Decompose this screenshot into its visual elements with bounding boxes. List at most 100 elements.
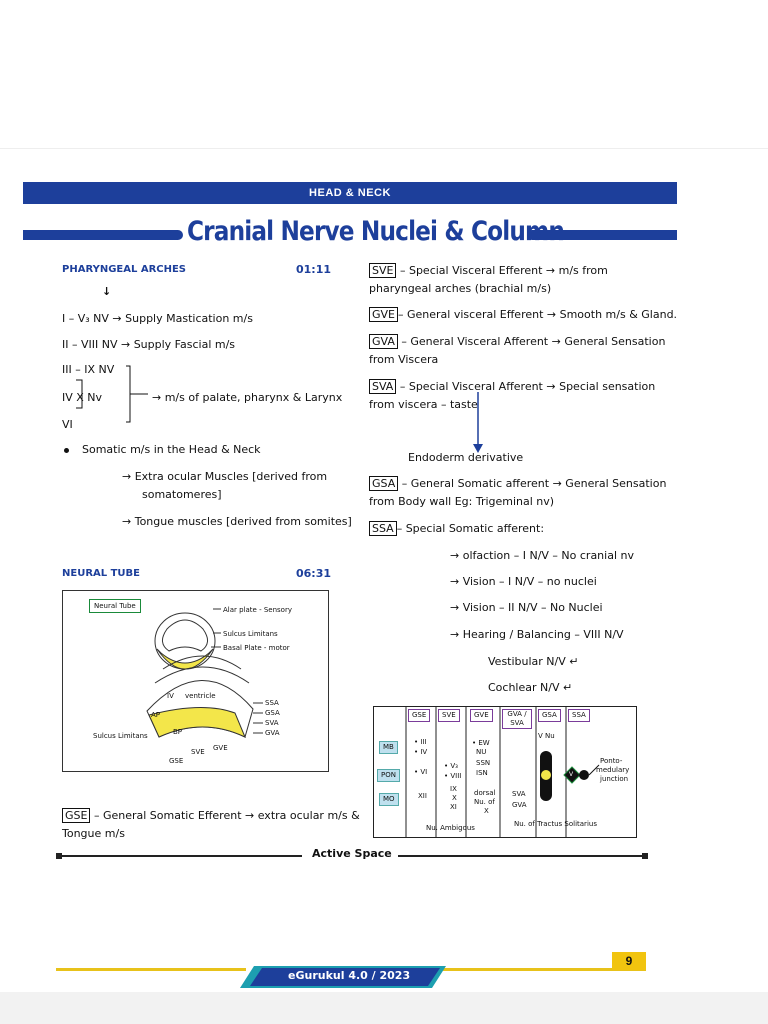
gse-xii: XII (418, 792, 427, 800)
iv-label: IV (167, 692, 174, 700)
gve-x: X (484, 807, 489, 815)
cochlear-text: Cochlear N/V ↵ (488, 681, 573, 694)
sulcus-limitans-label: Sulcus Limitans (93, 732, 148, 740)
ssa-item-2: → Vision – I N/V – no nuclei (450, 575, 597, 588)
ssa-definition: SSA– Special Somatic afferent: (369, 521, 544, 537)
footer-yellow-right (440, 968, 646, 971)
extraocular-line-2: somatomeres] (142, 488, 222, 501)
gse-iv: • IV (414, 748, 428, 756)
gve-label: GVE (213, 744, 228, 752)
col-sve: SVE (438, 709, 460, 722)
bp-label: BP (173, 728, 183, 736)
page-title: Cranial Nerve Nuclei & Column (187, 216, 565, 247)
gsa-definition: GSA – General Somatic afferent → General… (369, 476, 666, 492)
footer-dot-left (56, 853, 62, 859)
ponto-label: Ponto- (600, 757, 623, 765)
sve-definition-2: pharyngeal arches (brachial m/s) (369, 282, 552, 295)
gse-label: GSE (169, 757, 184, 765)
gva-label: GVA (265, 729, 280, 737)
sve-xi: XI (450, 803, 457, 811)
page-number: 9 (612, 952, 646, 970)
footer-line-right (398, 855, 644, 857)
medulary-label: medulary (596, 766, 630, 774)
v-label: V (569, 771, 574, 778)
sve-text: – Special Visceral Efferent → m/s from (396, 264, 608, 277)
alar-plate-label: Alar plate - Sensory (223, 606, 292, 614)
gse-definition-2: Tongue m/s (62, 827, 125, 840)
brand-banner (240, 966, 446, 988)
endoderm-arrow (473, 392, 483, 453)
sva-text: – Special Visceral Afferent → Special se… (396, 380, 656, 393)
pharyngeal-line-3d: → m/s of palate, pharynx & Larynx (152, 391, 343, 404)
section-header: HEAD & NECK (23, 182, 677, 204)
gve-definition: GVE– General visceral Efferent → Smooth … (369, 307, 677, 323)
bottom-band (0, 992, 768, 1024)
gve-nu: NU (476, 748, 487, 756)
footer-yellow-left (56, 968, 246, 971)
ssa-box: SSA (369, 521, 397, 536)
gse-vi: • VI (414, 768, 428, 776)
gva-definition: GVA – General Visceral Afferent → Genera… (369, 334, 665, 350)
gve-isn: ISN (476, 769, 488, 777)
gva-text: – General Visceral Afferent → General Se… (397, 335, 666, 348)
pharyngeal-line-2: II – VIII NV → Supply Fascial m/s (62, 338, 236, 351)
gsa-box: GSA (369, 476, 399, 491)
gsa-text: – General Somatic afferent → General Sen… (398, 477, 667, 490)
pharyngeal-line-3c: VI (62, 418, 73, 431)
sve-ix: IX (450, 785, 457, 793)
nu-tractus: Nu. of Tractus Solitarius (514, 820, 597, 828)
pharyngeal-time: 01:11 (296, 263, 332, 276)
gse-definition: GSE – General Somatic Efferent → extra o… (62, 808, 360, 824)
bullet (64, 448, 69, 453)
active-space-label: Active Space (312, 847, 392, 860)
title-row: Cranial Nerve Nuclei & Column (23, 214, 677, 254)
ssa-item-1: → olfaction – I N/V – No cranial nv (450, 549, 634, 562)
nuclei-column-table: GSE SVE GVE GVA / SVA GSA SSA MB PON MO … (373, 706, 637, 838)
gva-gva: GVA (512, 801, 527, 809)
arrow-down: ↓ (102, 285, 112, 298)
sva-definition-2: from viscera – taste (369, 398, 478, 411)
ventricle-label: ventricle (185, 692, 216, 700)
sve-label: SVE (191, 748, 205, 756)
neural-time: 06:31 (296, 567, 332, 580)
gva-definition-2: from Viscera (369, 353, 439, 366)
basal-plate-label: Basal Plate - motor (223, 644, 290, 652)
title-pill-left (23, 230, 183, 240)
sve-viii: • VIII (444, 772, 462, 780)
ssa-text: – Special Somatic afferent: (396, 522, 545, 535)
gve-box: GVE (369, 307, 398, 322)
gsa-definition-2: from Body wall Eg: Trigeminal nv) (369, 495, 555, 508)
sve-definition: SVE – Special Visceral Efferent → m/s fr… (369, 263, 608, 279)
gse-iii: • III (414, 738, 427, 746)
footer-dot-right (642, 853, 648, 859)
ap-label: AP (151, 711, 161, 719)
brace-lines (76, 365, 148, 423)
diagram-label: Neural Tube (89, 599, 141, 613)
col-ssa: SSA (568, 709, 590, 722)
ssa-item-4: → Hearing / Balancing – VIII N/V (450, 628, 624, 641)
endoderm-text: Endoderm derivative (408, 451, 524, 464)
title-pill-right (527, 230, 677, 240)
gve-nu-of: Nu. of (474, 798, 495, 806)
col-gve: GVE (470, 709, 493, 722)
sve-box: SVE (369, 263, 397, 278)
vestibular-text: Vestibular N/V ↵ (488, 655, 579, 668)
sva-definition: SVA – Special Visceral Afferent → Specia… (369, 379, 655, 395)
gva-box: GVA (369, 334, 398, 349)
sve-x: X (452, 794, 457, 802)
gse-box: GSE (62, 808, 91, 823)
pharyngeal-heading: PHARYNGEAL ARCHES (62, 264, 187, 275)
tongue-line: → Tongue muscles [derived from somites] (122, 515, 352, 528)
somatic-bullet: Somatic m/s in the Head & Neck (82, 443, 261, 456)
gse-text: – General Somatic Efferent → extra ocula… (90, 809, 360, 822)
nu-ambigous: Nu. Ambigous (426, 824, 475, 832)
footer-line-left (60, 855, 302, 857)
ssa-label: SSA (265, 699, 279, 707)
pharyngeal-line-1: I – V₃ NV → Supply Mastication m/s (62, 312, 253, 325)
gve-ew: • EW (472, 739, 490, 747)
gva-sva: SVA (512, 790, 526, 798)
extraocular-line-1: → Extra ocular Muscles [derived from (122, 470, 328, 483)
neural-tube-diagram: Neural Tube Alar plate - Sensory Sulcus … (62, 590, 329, 772)
col-gva-sva: GVA / SVA (502, 709, 532, 729)
sva-label: SVA (265, 719, 279, 727)
